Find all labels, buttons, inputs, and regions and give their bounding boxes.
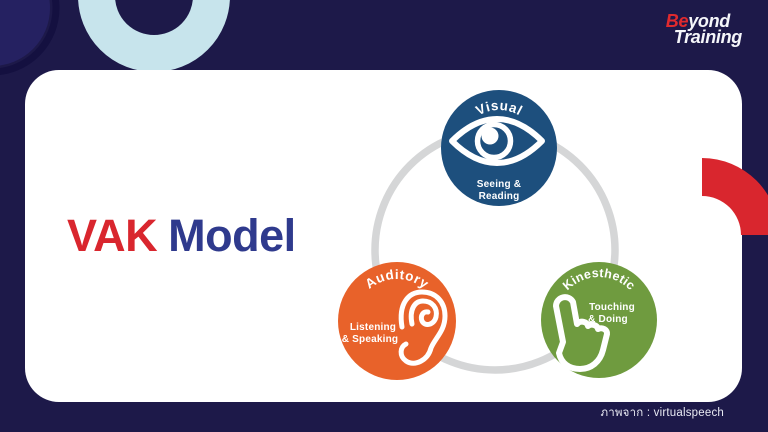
visual-node: Visual Seeing & Reading	[441, 90, 557, 206]
brand-logo-accent: Be	[665, 11, 689, 31]
visual-sublabel-line1: Seeing &	[477, 179, 521, 190]
kinesthetic-sublabel-line1: Touching	[589, 302, 635, 313]
brand-logo: Beyond Training	[665, 11, 743, 47]
auditory-sublabel-line2: & Speaking	[342, 334, 398, 345]
kinesthetic-circle	[541, 262, 657, 378]
ear-icon	[398, 289, 448, 366]
brand-logo-line2: Training	[673, 27, 743, 47]
visual-label: Visual	[473, 98, 525, 118]
auditory-sublabel-line1: Listening	[350, 322, 396, 333]
hand-icon	[553, 294, 611, 372]
kinesthetic-sublabel-line2: & Doing	[588, 314, 628, 325]
kinesthetic-node: Kinesthetic Touching & Doing	[541, 262, 657, 378]
visual-sublabel-line2: Reading	[479, 191, 520, 202]
visual-circle	[441, 90, 557, 206]
auditory-node: Auditory Listening & Speaking	[338, 262, 456, 380]
title-rest: Model	[168, 210, 296, 261]
corner-dark-ring	[0, 0, 60, 76]
eye-icon	[449, 116, 545, 166]
corner-dark-disc	[0, 0, 50, 66]
title-accent: VAK	[67, 210, 158, 261]
credit-caption: ภาพจาก : virtualspeech	[600, 407, 724, 419]
brand-logo-rest: yond	[688, 11, 730, 31]
brand-logo-line1: Beyond	[665, 11, 742, 31]
lightblue-donut	[78, 0, 230, 72]
